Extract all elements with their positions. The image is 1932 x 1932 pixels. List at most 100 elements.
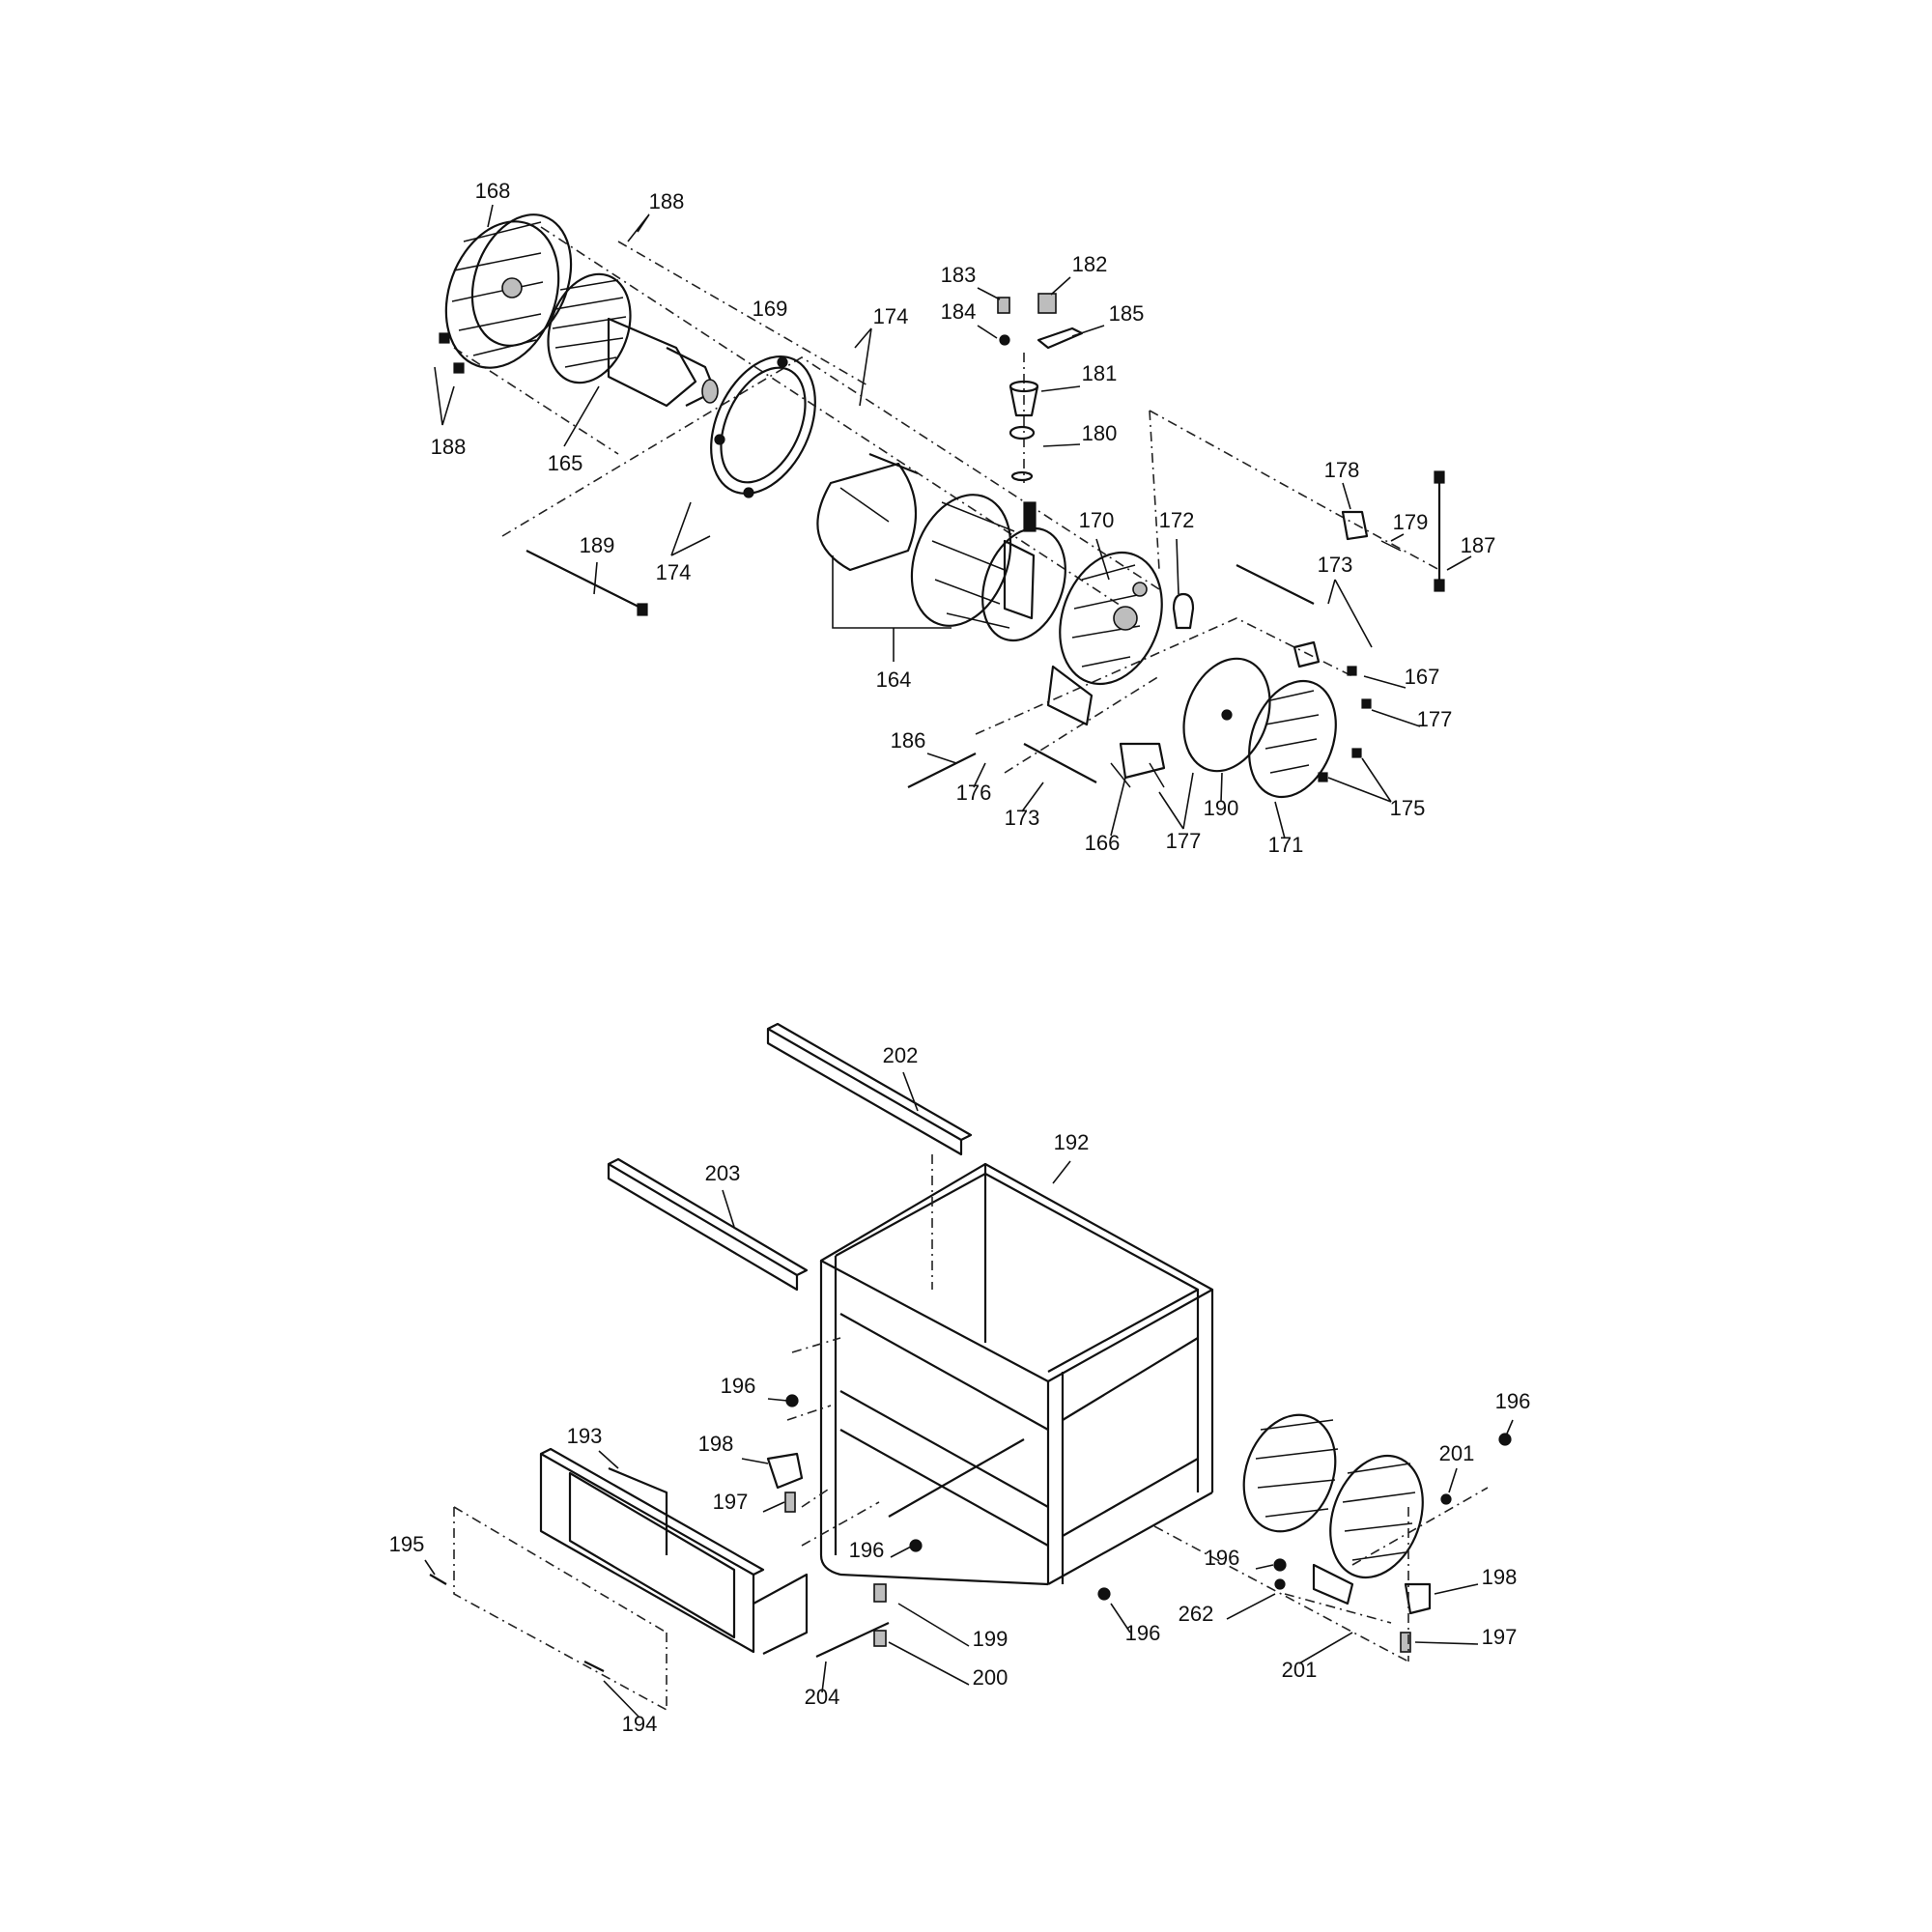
callout-176: 176 xyxy=(956,781,992,805)
callout-182: 182 xyxy=(1072,252,1108,276)
callout-168: 168 xyxy=(475,179,511,203)
bolt-197a xyxy=(784,1492,796,1513)
dash-line xyxy=(1004,675,1160,774)
callout-167: 167 xyxy=(1405,665,1440,689)
callout-198: 198 xyxy=(698,1432,734,1456)
callout-200: 200 xyxy=(973,1665,1009,1690)
washer-201a xyxy=(1440,1493,1452,1505)
part-179 xyxy=(1380,540,1402,552)
dash-line xyxy=(617,241,870,387)
brush-holder-166 xyxy=(1110,742,1166,788)
box xyxy=(1434,579,1445,592)
rail-203 xyxy=(607,1157,809,1292)
callout-196: 196 xyxy=(1205,1546,1240,1570)
nut-196b xyxy=(909,1539,923,1552)
bolt-173a xyxy=(1236,564,1315,605)
callout-196: 196 xyxy=(1125,1621,1161,1645)
part-200 xyxy=(873,1630,887,1647)
callout-195: 195 xyxy=(389,1532,425,1556)
assembly-axis xyxy=(540,226,1141,619)
callout-179: 179 xyxy=(1393,510,1429,534)
end-cap-171 xyxy=(1248,679,1337,799)
part-185 xyxy=(1037,327,1084,350)
callout-184: 184 xyxy=(941,299,977,324)
callout-175: 175 xyxy=(1390,796,1426,820)
callout-165: 165 xyxy=(548,451,583,475)
callout-173: 173 xyxy=(1318,553,1353,577)
callout-180: 180 xyxy=(1082,421,1118,445)
dash-line xyxy=(975,617,1353,735)
callout-194: 194 xyxy=(622,1712,658,1736)
dash-lines-lower xyxy=(453,1154,1489,1711)
callout-174: 174 xyxy=(873,304,909,328)
nut-196a xyxy=(785,1394,799,1407)
callout-171: 171 xyxy=(1268,833,1304,857)
callout-173: 173 xyxy=(1005,806,1040,830)
bracket-164 xyxy=(832,555,952,629)
callout-189: 189 xyxy=(580,533,615,557)
frame-192 xyxy=(819,1162,1214,1586)
callout-201: 201 xyxy=(1282,1658,1318,1682)
callout-174: 174 xyxy=(656,560,692,584)
callout-178: 178 xyxy=(1324,458,1360,482)
cone-181 xyxy=(1009,380,1039,417)
bolt-189 xyxy=(526,550,643,610)
callout-196: 196 xyxy=(849,1538,885,1562)
callout-192: 192 xyxy=(1054,1130,1090,1154)
callout-193: 193 xyxy=(567,1424,603,1448)
shaft-204 xyxy=(815,1622,890,1658)
bolt-173b xyxy=(1023,743,1097,783)
callout-172: 172 xyxy=(1159,508,1195,532)
callout-188: 188 xyxy=(649,189,685,213)
callout-177: 177 xyxy=(1417,707,1453,731)
bracket-169 xyxy=(710,355,816,498)
part-199 xyxy=(873,1583,887,1603)
bolt-197b xyxy=(1400,1632,1411,1653)
callout-183: 183 xyxy=(941,263,977,287)
upper-assembly xyxy=(434,204,1472,839)
alternator-assembly xyxy=(1242,1413,1424,1605)
rail-202 xyxy=(766,1022,973,1156)
dash-line xyxy=(501,356,1160,590)
grommet-172 xyxy=(1172,592,1195,630)
callout-164: 164 xyxy=(876,668,912,692)
part-178 xyxy=(1341,510,1369,541)
part-167 xyxy=(1293,640,1321,668)
callout-202: 202 xyxy=(883,1043,919,1067)
callout-197: 197 xyxy=(1482,1625,1518,1649)
stator-164 xyxy=(816,452,919,572)
nut-196d xyxy=(1273,1558,1287,1572)
callout-196: 196 xyxy=(721,1374,756,1398)
rotor-165 xyxy=(547,272,719,408)
callout-170: 170 xyxy=(1079,508,1115,532)
callout-198: 198 xyxy=(1482,1565,1518,1589)
callout-203: 203 xyxy=(705,1161,741,1185)
callout-181: 181 xyxy=(1082,361,1118,385)
callout-204: 204 xyxy=(805,1685,840,1709)
nut-196e xyxy=(1097,1587,1111,1601)
callout-197: 197 xyxy=(713,1490,749,1514)
part-262 xyxy=(1274,1578,1286,1590)
part-182 xyxy=(1037,293,1057,314)
callout-166: 166 xyxy=(1085,831,1121,855)
end-bell-170 xyxy=(1046,551,1163,726)
box xyxy=(1318,772,1328,782)
callout-169: 169 xyxy=(753,297,788,321)
leader-lines-upper xyxy=(434,204,1472,839)
callout-196: 196 xyxy=(1495,1389,1531,1413)
stator-winding xyxy=(910,494,1066,642)
part-184 xyxy=(999,334,1010,346)
box xyxy=(637,603,648,616)
callout-186: 186 xyxy=(891,728,926,753)
callout-188: 188 xyxy=(431,435,467,459)
box xyxy=(1361,698,1372,709)
mount-198b xyxy=(1404,1582,1432,1615)
screw-195 xyxy=(429,1574,447,1585)
box xyxy=(1347,666,1357,676)
bolt-186 xyxy=(907,753,977,788)
callout-262: 262 xyxy=(1179,1602,1214,1626)
mount-198a xyxy=(766,1452,804,1490)
box xyxy=(1351,748,1362,758)
disc-190 xyxy=(1182,657,1271,773)
